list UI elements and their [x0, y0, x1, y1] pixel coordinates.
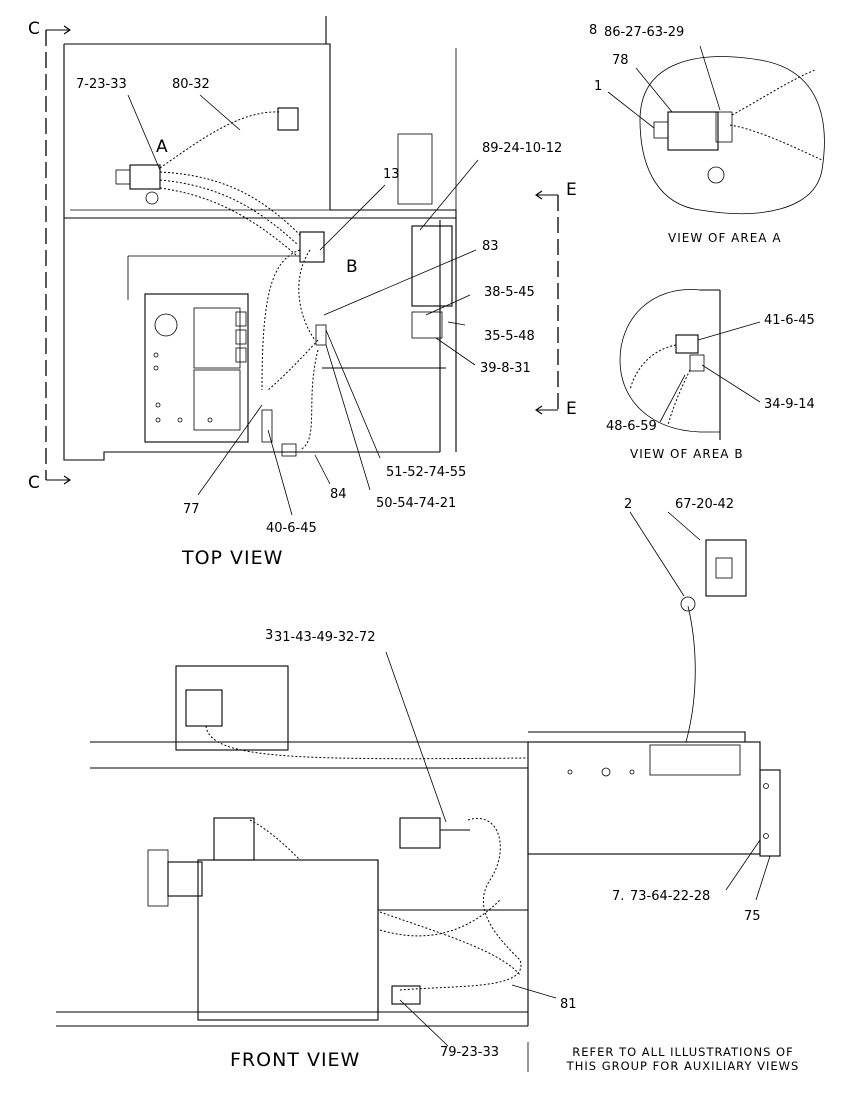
- front-view-drawing: [56, 511, 781, 1072]
- callout-89-24-10-12: 89-24-10-12: [482, 141, 563, 156]
- callout-67-20-42: 67-20-42: [675, 497, 735, 512]
- section-c-top-label: C: [28, 19, 40, 39]
- callout-81: 81: [560, 997, 577, 1012]
- callout-39-8-31: 39-8-31: [480, 361, 531, 376]
- view-area-a-caption: VIEW OF AREA A: [668, 231, 782, 245]
- top-view-title: TOP VIEW: [182, 547, 284, 569]
- top-view-drawing: [45, 16, 559, 516]
- callout-31-43-49-32-72: 31-43-49-32-72: [274, 630, 376, 645]
- view-area-b-caption: VIEW OF AREA B: [630, 447, 744, 461]
- auxiliary-note-line1: REFER TO ALL ILLUSTRATIONS OF: [572, 1045, 794, 1059]
- callout-79-23-33: 79-23-33: [440, 1045, 500, 1060]
- callout-34-9-14: 34-9-14: [764, 397, 815, 412]
- callout-7: 7.: [612, 889, 625, 904]
- callout-40-6-45: 40-6-45: [266, 521, 317, 536]
- callout-8: 8: [589, 23, 598, 38]
- front-view-title: FRONT VIEW: [230, 1049, 361, 1071]
- callout-41-6-45: 41-6-45: [764, 313, 815, 328]
- callout-3: 3: [265, 628, 274, 643]
- callout-51-52-74-55: 51-52-74-55: [386, 465, 467, 480]
- callout-78: 78: [612, 53, 629, 68]
- section-e-top-label: E: [566, 180, 577, 200]
- callout-77: 77: [183, 502, 200, 517]
- view-area-a-drawing: [607, 45, 825, 215]
- callout-1: 1: [594, 79, 603, 94]
- callout-84: 84: [330, 487, 347, 502]
- callout-48-6-59: 48-6-59: [606, 419, 657, 434]
- section-c-bottom-label: C: [28, 473, 40, 493]
- callout-86-27-63-29: 86-27-63-29: [604, 25, 685, 40]
- callout-50-54-74-21: 50-54-74-21: [376, 496, 457, 511]
- callout-2: 2: [624, 497, 633, 512]
- area-b-marker: B: [346, 257, 358, 277]
- callout-13: 13: [383, 167, 400, 182]
- section-e-bottom-label: E: [566, 399, 577, 419]
- callout-38-5-45: 38-5-45: [484, 285, 535, 300]
- callout-73-64-22-28: 73-64-22-28: [630, 889, 711, 904]
- callout-35-5-48: 35-5-48: [484, 329, 535, 344]
- callout-80-32: 80-32: [172, 77, 210, 92]
- view-area-b-drawing: [619, 289, 761, 440]
- callout-7-23-33: 7-23-33: [76, 77, 127, 92]
- area-a-marker: A: [156, 137, 168, 157]
- callout-75: 75: [744, 909, 761, 924]
- auxiliary-note-line2: THIS GROUP FOR AUXILIARY VIEWS: [566, 1059, 800, 1073]
- callout-83: 83: [482, 239, 499, 254]
